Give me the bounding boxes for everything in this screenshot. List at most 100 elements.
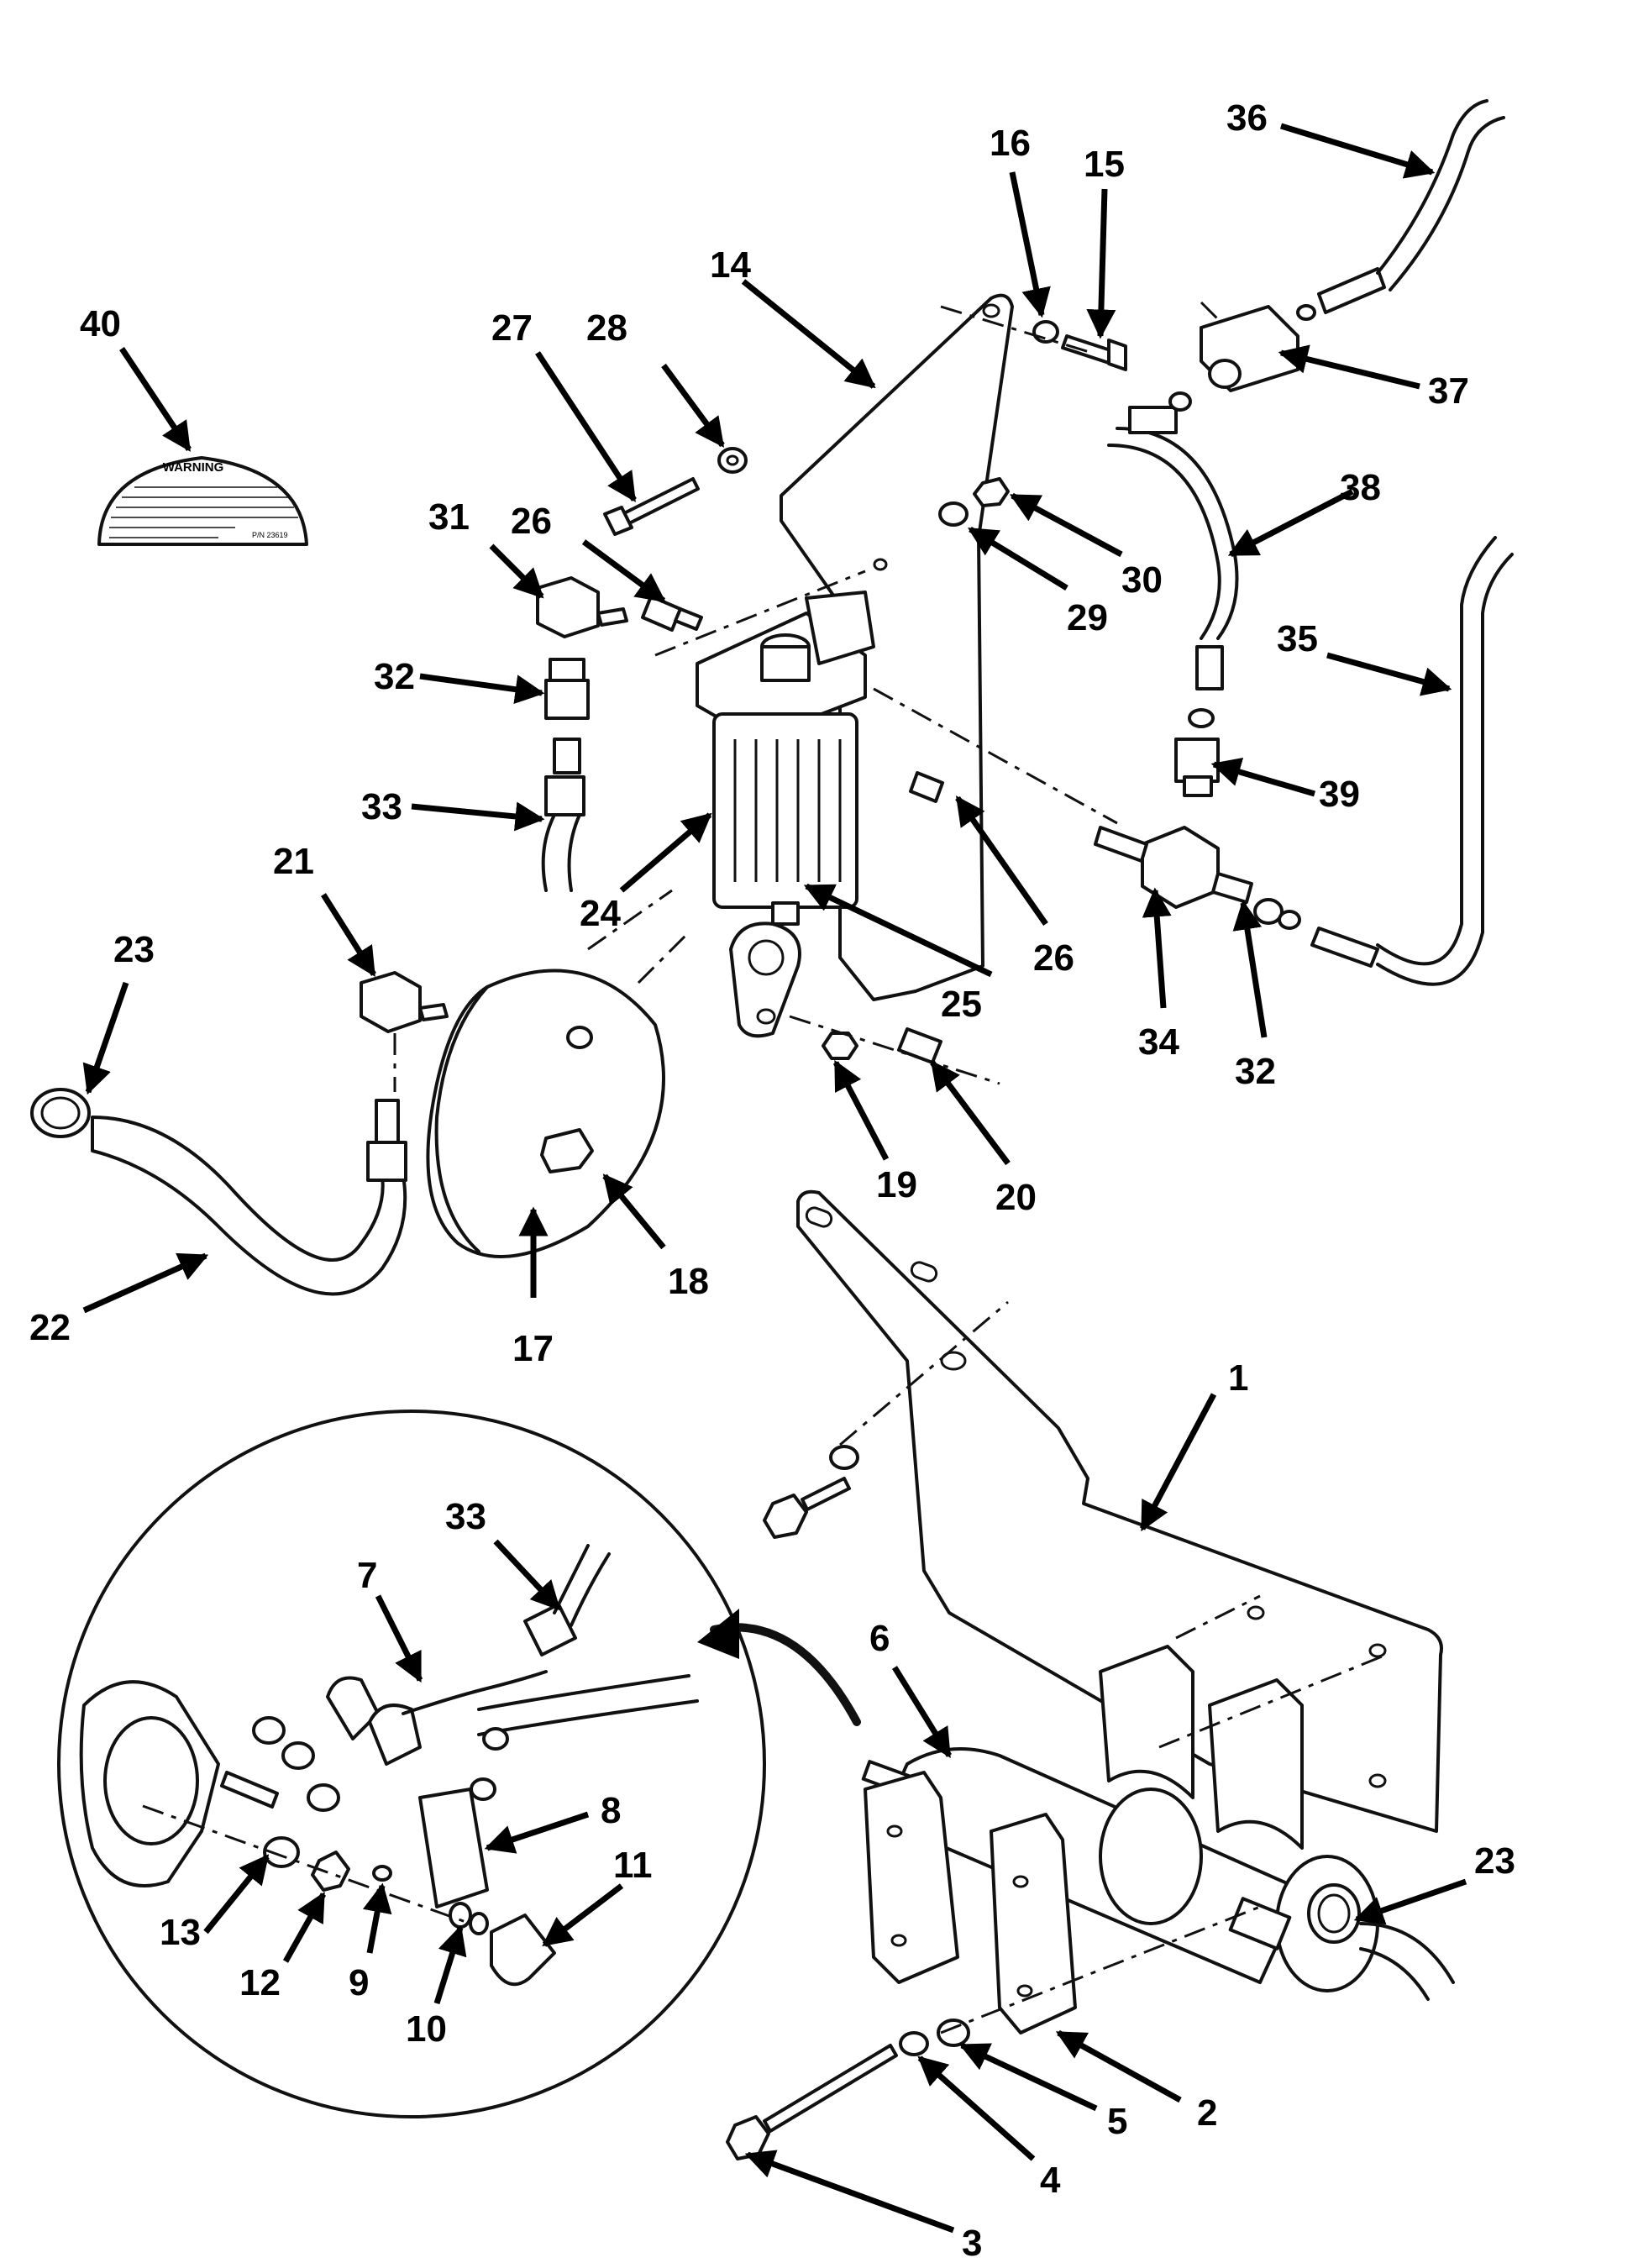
callout-16: 16 <box>990 123 1031 164</box>
callout-24: 24 <box>580 893 621 934</box>
callout-23b: 23 <box>1474 1840 1515 1882</box>
leader-39 <box>1210 758 1315 797</box>
tee-34 <box>1094 826 1220 909</box>
callout-25: 25 <box>941 984 982 1025</box>
leader-12 <box>282 1891 327 1963</box>
callout-29: 29 <box>1067 597 1108 638</box>
callout-28: 28 <box>586 307 627 349</box>
separator-bowl <box>426 969 665 1258</box>
leader-23a <box>82 981 129 1095</box>
washer-29-nut-30 <box>938 477 1010 527</box>
hose-clamp-23-upper <box>30 1088 91 1138</box>
leader-37 <box>1278 344 1420 390</box>
callout-30: 30 <box>1121 559 1163 601</box>
leader-32b <box>1232 900 1268 1038</box>
callout-9: 9 <box>349 1962 369 2003</box>
leader-21 <box>321 893 376 977</box>
callout-14: 14 <box>710 244 751 286</box>
leader-25 <box>803 883 993 978</box>
fitting-32-right <box>1211 872 1301 930</box>
leader-16 <box>1009 171 1051 318</box>
warning-decal-title: WARNING <box>163 460 224 475</box>
leader-10 <box>433 1924 467 2005</box>
leader-26a <box>581 539 666 603</box>
leader-13 <box>203 1854 270 1935</box>
mounting-clamp-front-right <box>990 1813 1077 2034</box>
leader-38 <box>1227 488 1354 558</box>
leader-9 <box>362 1882 392 1954</box>
leader-33a <box>411 801 545 832</box>
leader-8 <box>484 1811 590 1854</box>
callout-19: 19 <box>876 1164 917 1205</box>
leader-36 <box>1279 123 1436 179</box>
leader-5 <box>958 2042 1098 2112</box>
callout-8: 8 <box>601 1790 621 1831</box>
leader-28 <box>661 363 725 448</box>
callout-2: 2 <box>1197 2092 1217 2134</box>
fuel-line-35 <box>1310 536 1514 986</box>
callout-11: 11 <box>613 1845 653 1886</box>
leader-31 <box>489 543 544 599</box>
callout-27: 27 <box>491 307 533 349</box>
leader-40 <box>119 347 192 452</box>
fitting-26-lower <box>909 771 944 803</box>
actuator-cylinder <box>861 1747 1379 1992</box>
leader-20 <box>930 1060 1011 1166</box>
callout-17: 17 <box>512 1328 554 1369</box>
leader-arrows <box>82 123 1467 2234</box>
callout-31: 31 <box>428 496 470 538</box>
leader-15 <box>1086 188 1116 339</box>
filter-bracket <box>780 293 1014 1001</box>
hose-22 <box>91 1099 407 1296</box>
leader-4 <box>917 2055 1036 2161</box>
leader-3 <box>744 2150 955 2234</box>
callout-26b: 26 <box>1033 937 1074 979</box>
leader-14 <box>741 279 876 389</box>
detail-pointer-arrowhead <box>697 1609 739 1659</box>
mounting-clamp-front-left <box>864 1771 959 1984</box>
callout-26a: 26 <box>511 501 552 542</box>
leader-23b <box>1353 1878 1467 1925</box>
callout-18: 18 <box>668 1261 709 1302</box>
mount-plate <box>729 921 942 1064</box>
callout-32a: 32 <box>374 656 415 697</box>
callout-6: 6 <box>869 1618 890 1659</box>
leader-22 <box>82 1252 209 1314</box>
elbow-31 <box>536 576 628 638</box>
leader-1 <box>1139 1393 1217 1532</box>
tee-37 <box>1200 305 1299 392</box>
warning-decal-part-number: P/N 23619 <box>252 531 288 539</box>
leader-26b <box>955 795 1048 927</box>
clamp-bolt-3 <box>726 2019 970 2160</box>
fitting-32-left <box>544 658 590 720</box>
hose-33-upper <box>541 738 585 892</box>
leader-2 <box>1055 2029 1182 2103</box>
mounting-clamp-rear-right <box>1208 1678 1304 1850</box>
callout-labels: 1 2 3 4 5 6 7 8 9 10 11 12 13 14 15 16 1… <box>29 97 1515 2264</box>
fuel-line-36 <box>1296 99 1505 321</box>
callout-23a: 23 <box>113 929 155 970</box>
callout-34: 34 <box>1138 1021 1179 1063</box>
callout-40: 40 <box>80 303 121 344</box>
callout-4: 4 <box>1040 2160 1061 2201</box>
callout-22: 22 <box>29 1307 71 1348</box>
leader-19 <box>832 1059 890 1161</box>
detail-view <box>57 1410 766 2118</box>
leader-32a <box>419 673 545 705</box>
leader-30 <box>1009 492 1123 558</box>
callout-32b: 32 <box>1235 1051 1276 1092</box>
callout-33b: 33 <box>445 1496 486 1537</box>
callout-33a: 33 <box>361 786 402 827</box>
leader-6 <box>892 1666 952 1758</box>
callout-20: 20 <box>995 1177 1037 1218</box>
callout-3: 3 <box>962 2223 982 2264</box>
bracket-bolt <box>763 1445 859 1539</box>
callout-7: 7 <box>357 1555 377 1596</box>
callout-35: 35 <box>1277 618 1318 659</box>
leader-35 <box>1326 652 1452 696</box>
mounting-clamp-rear-left <box>1099 1645 1194 1799</box>
leader-27 <box>535 351 637 502</box>
fuel-filter <box>696 591 875 926</box>
callout-13: 13 <box>160 1912 201 1953</box>
